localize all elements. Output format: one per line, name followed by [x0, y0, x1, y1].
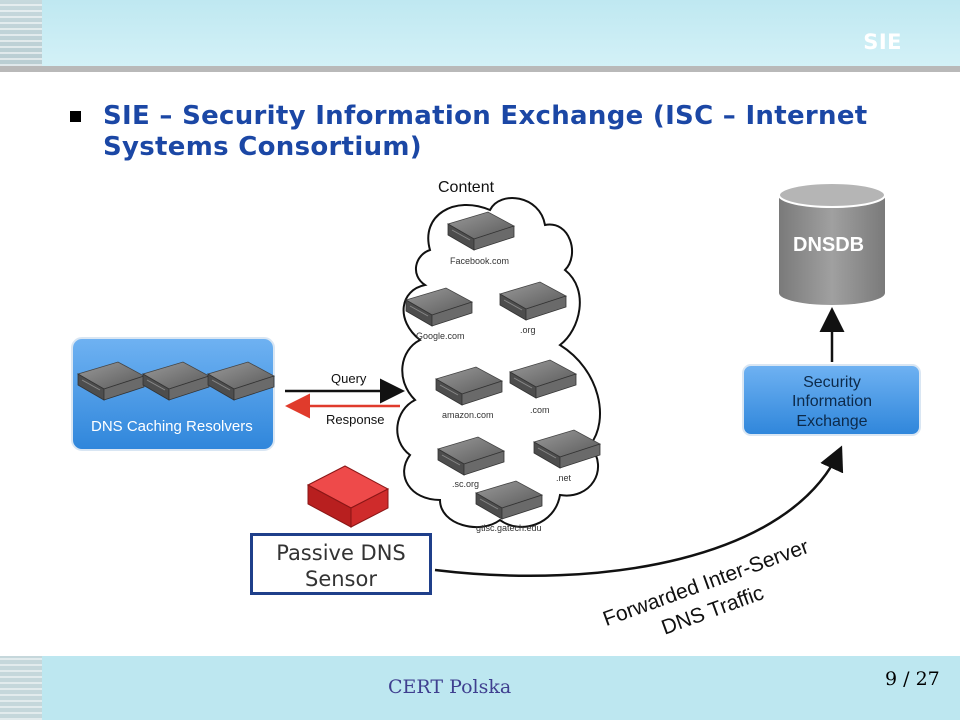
dnsdb-cylinder — [779, 195, 885, 305]
forwarded-arrow — [434, 445, 844, 578]
slide-title: SIE – Security Information Exchange (ISC… — [103, 101, 868, 162]
dnsdb-label: DNSDB — [793, 234, 864, 256]
footer-bar — [0, 656, 960, 720]
sensor-device — [306, 465, 390, 528]
server-org: .org — [520, 325, 536, 335]
header-divider — [0, 66, 960, 72]
sie-line3: Exchange — [796, 413, 867, 430]
sie-line1: Security — [803, 374, 861, 391]
header-bar — [0, 0, 960, 66]
passive-dns-sensor-box: Passive DNS Sensor — [250, 533, 432, 595]
sie-box — [742, 364, 921, 436]
server-google: Google.com — [416, 331, 465, 341]
dns-diagram: Content Facebook.com Google.com .org ama… — [71, 179, 921, 640]
bullet-square — [70, 111, 81, 122]
query-label: Query — [331, 371, 367, 386]
header-pattern — [0, 0, 42, 66]
server-gtisc: gtisc.gatech.edu — [476, 523, 542, 533]
server-net: .net — [556, 473, 572, 483]
server-scorg: .sc.org — [452, 479, 479, 489]
sensor-line1: Passive DNS — [276, 541, 406, 565]
resolvers-label: DNS Caching Resolvers — [91, 418, 253, 435]
response-label: Response — [326, 412, 385, 427]
cloud-label: Content — [438, 179, 495, 196]
server-amazon: amazon.com — [442, 410, 494, 420]
header-tag: SIE — [863, 30, 902, 54]
page-number: 9 / 27 — [885, 668, 940, 690]
server-facebook: Facebook.com — [450, 256, 509, 266]
server-com: .com — [530, 405, 550, 415]
sensor-line2: Sensor — [305, 567, 377, 591]
footer-org: CERT Polska — [388, 676, 512, 698]
sie-line2: Information — [792, 393, 872, 410]
footer-pattern — [0, 656, 42, 720]
